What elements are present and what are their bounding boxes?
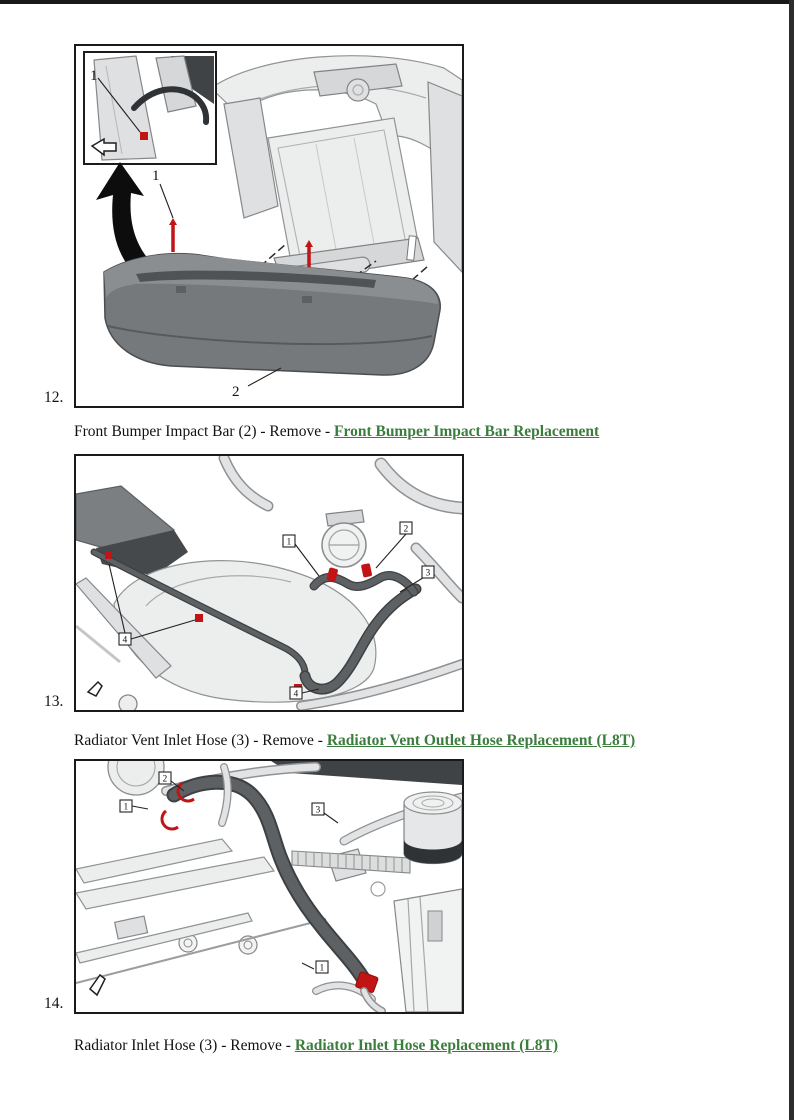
figure-radiator-vent-inlet-hose: 1 2 3 4 4: [74, 454, 464, 712]
link-radiator-vent-outlet-hose-replacement[interactable]: Radiator Vent Outlet Hose Replacement (L…: [326, 732, 636, 749]
callout-4a: 4: [123, 636, 128, 646]
hose-clamp-highlight: [361, 563, 372, 578]
removal-direction-arrow-icon: [96, 162, 162, 286]
step-number-12: 12.: [44, 389, 64, 406]
radiator-inlet-hose: [160, 763, 386, 1012]
caption-step-12: Front Bumper Impact Bar (2) - Remove - F…: [74, 422, 734, 441]
hose-clip-highlight: [195, 614, 203, 622]
direction-arrow-icon: [86, 680, 103, 697]
callout-1: 1: [124, 803, 129, 813]
figure-front-bumper-impact-bar: 1 1 2: [74, 44, 464, 408]
callout-inset-1: 1: [90, 68, 98, 84]
bumper-fascia-shape: [103, 252, 441, 376]
caption-text-14: Radiator Inlet Hose (3) - Remove -: [74, 1037, 295, 1054]
caption-text-13: Radiator Vent Inlet Hose (3) - Remove -: [74, 732, 327, 749]
caption-step-14: Radiator Inlet Hose (3) - Remove - Radia…: [74, 1036, 734, 1055]
front-bumper-diagram-art: 1 1 2: [83, 51, 462, 400]
inset-fastener-highlight: [140, 132, 148, 140]
step-number-14: 14.: [44, 995, 64, 1012]
direction-arrow-icon: [90, 137, 117, 157]
callout-3: 3: [316, 806, 321, 816]
link-front-bumper-impact-bar-replacement[interactable]: Front Bumper Impact Bar Replacement: [334, 423, 600, 440]
hose-clamp-highlight: [160, 809, 179, 831]
radiator-panel: [393, 888, 462, 1012]
callout-1b: 1: [320, 964, 325, 974]
scrollbar[interactable]: [789, 0, 794, 1120]
callout-bumper-2: 2: [232, 384, 240, 400]
callout-2: 2: [163, 775, 168, 785]
caption-step-13: Radiator Vent Inlet Hose (3) - Remove - …: [74, 731, 734, 750]
caption-text-12: Front Bumper Impact Bar (2) - Remove -: [74, 423, 334, 440]
hose-clamp-highlight: [326, 567, 338, 582]
link-radiator-inlet-hose-replacement[interactable]: Radiator Inlet Hose Replacement (L8T): [294, 1037, 558, 1054]
hose-clip-highlight: [105, 552, 112, 559]
callout-bolt-1: 1: [152, 168, 160, 184]
page-top-rule: [0, 0, 794, 4]
bumper-callout-group: 2: [232, 367, 282, 400]
radiator-vent-hose-diagram-art: 1 2 3 4 4: [76, 456, 462, 710]
air-cleaner: [403, 791, 462, 865]
corrugated-tube: [291, 850, 411, 874]
callout-1: 1: [287, 538, 292, 548]
hose-clamp-highlight: [176, 781, 195, 803]
callouts: 2 1 3 1: [88, 771, 339, 997]
figure-radiator-inlet-hose: 2 1 3 1: [74, 759, 464, 1014]
step-number-13: 13.: [44, 693, 64, 710]
vehicle-front-structure: [210, 55, 462, 283]
radiator-inlet-hose-diagram-art: 2 1 3 1: [76, 761, 462, 1012]
engine-bay-structure: [76, 761, 462, 1012]
inset-detail-box: 1: [83, 51, 217, 165]
subframe-rails: [76, 838, 327, 984]
callout-4b: 4: [294, 690, 299, 700]
callouts: 1 2 3 4 4: [86, 521, 435, 700]
callout-2: 2: [404, 525, 409, 535]
direction-arrow-icon: [88, 973, 106, 997]
callout-3: 3: [426, 569, 431, 579]
